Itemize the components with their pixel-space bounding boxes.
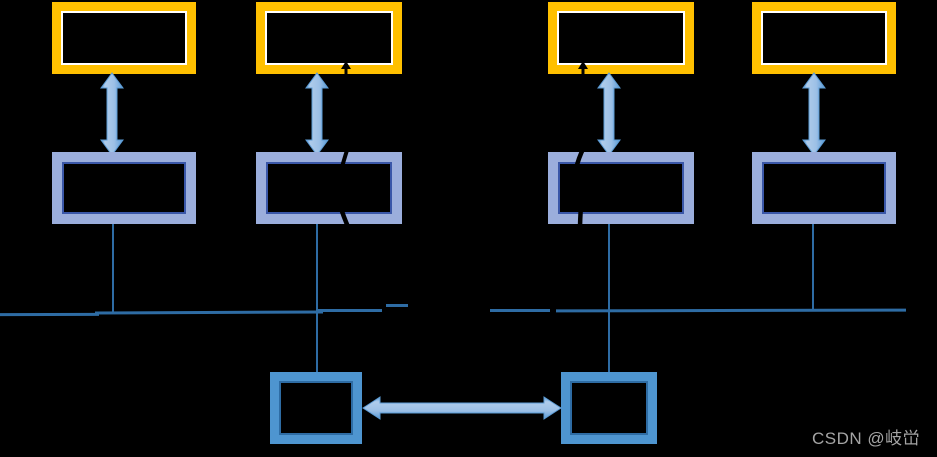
periwinkle-node-2[interactable] — [256, 152, 402, 224]
vertical-double-arrow-4 — [802, 72, 826, 156]
gold-node-4[interactable] — [752, 2, 896, 74]
periwinkle-node-4[interactable] — [752, 152, 896, 224]
mark-slash-periwinkle-node-2-bottom — [337, 204, 352, 230]
drop-line-bus-to-blue-left — [316, 308, 318, 374]
bus-line-segment — [318, 309, 382, 312]
horizontal-double-arrow — [362, 396, 562, 420]
blue-node-right[interactable] — [561, 372, 657, 444]
bus-line-segment — [0, 312, 100, 317]
mark-caret-gold-node-3 — [578, 61, 588, 79]
drop-line-4 — [812, 224, 814, 310]
bus-line-segment — [386, 304, 408, 307]
csdn-watermark: CSDN @岐峃 — [812, 429, 921, 448]
gold-node-1[interactable] — [52, 2, 196, 74]
mark-slash-periwinkle-node-3-bottom — [577, 205, 584, 231]
drop-line-bus-to-blue-right — [608, 308, 610, 374]
mark-slash-periwinkle-node-3-top — [573, 146, 587, 170]
bus-line-segment — [94, 310, 324, 315]
mark-slash-periwinkle-node-2-top — [340, 146, 350, 168]
drop-line-2 — [316, 224, 318, 312]
drop-line-3 — [608, 224, 610, 310]
periwinkle-node-1[interactable] — [52, 152, 196, 224]
vertical-double-arrow-1 — [100, 72, 124, 156]
vertical-double-arrow-3 — [597, 72, 621, 156]
gold-node-2[interactable] — [256, 2, 402, 74]
vertical-double-arrow-2 — [305, 72, 329, 156]
gold-node-3[interactable] — [548, 2, 694, 74]
mark-caret-gold-node-2 — [341, 61, 351, 79]
drop-line-1 — [112, 224, 114, 312]
periwinkle-node-3[interactable] — [548, 152, 694, 224]
blue-node-left[interactable] — [270, 372, 362, 444]
bus-line-segment — [490, 309, 550, 312]
